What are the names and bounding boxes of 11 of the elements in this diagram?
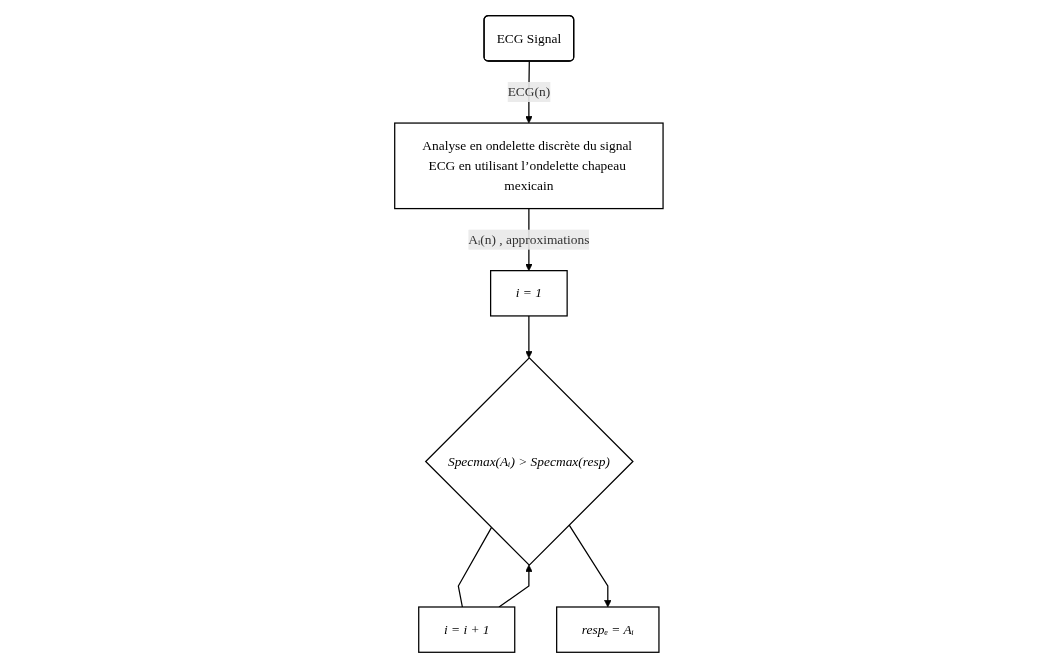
edge-label: Aᵢ(n) , approximations bbox=[468, 232, 590, 247]
node-diamond: Specmax(Aᵢ) > Specmax(resp) bbox=[424, 356, 634, 566]
node-box: respₑ = Aᵢ bbox=[556, 606, 660, 653]
arrow bbox=[525, 315, 533, 359]
arrow bbox=[568, 524, 612, 608]
arrow bbox=[498, 564, 533, 608]
node-box: i = 1 bbox=[490, 270, 568, 317]
node-box: i = i + 1 bbox=[418, 606, 516, 653]
node-box: Analyse en ondelette discrète du signal ECG en utilisant l’ondelette chapeau mexicain bbox=[394, 122, 664, 210]
edge-label: ECG(n) bbox=[507, 84, 551, 99]
connector bbox=[457, 527, 493, 608]
